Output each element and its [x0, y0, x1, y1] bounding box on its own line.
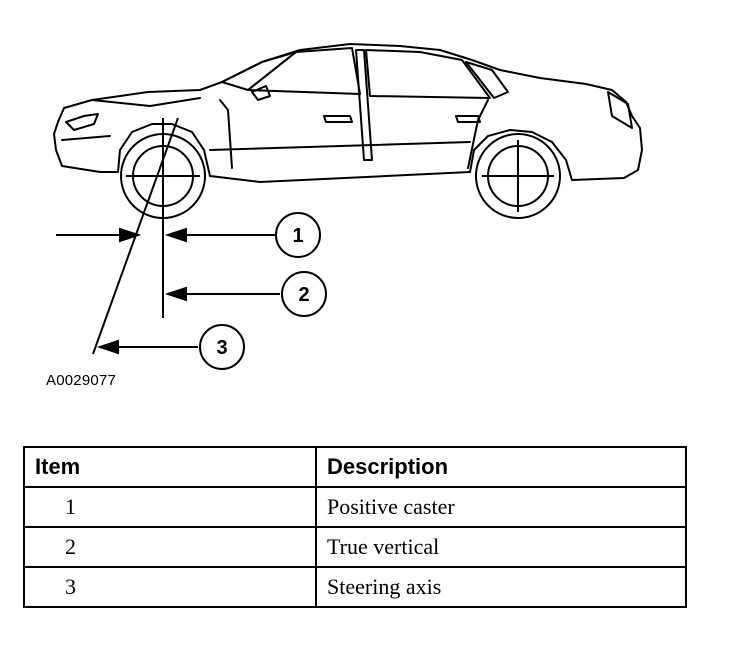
description-cell: True vertical [315, 526, 687, 568]
item-column-header: Item [23, 446, 317, 488]
callout-arrows [56, 227, 280, 355]
legend-header-row: Item Description [23, 446, 687, 488]
front-door-handle [323, 115, 353, 123]
body-side-crease [209, 141, 471, 151]
side-mirror [251, 85, 271, 101]
rear-tire [475, 133, 561, 219]
callout-1-circle [275, 212, 321, 258]
item-cell: 2 [23, 526, 317, 568]
windshield [221, 51, 297, 91]
item-cell: 3 [23, 566, 317, 608]
front-grille-line [61, 135, 111, 141]
car-lower-sill [209, 171, 471, 183]
caster-arrow-right-head [164, 227, 187, 243]
callout-2: 2 [281, 271, 327, 317]
vertical-arrow-head [164, 286, 187, 302]
callout-1: 1 [275, 212, 321, 258]
tail-lamp [607, 91, 633, 129]
callout-2-label: 2 [298, 284, 309, 306]
description-cell: Positive caster [315, 486, 687, 528]
callout-3: 3 [199, 324, 245, 370]
callout-3-circle [199, 324, 245, 370]
headlamp [65, 113, 99, 131]
description-column-header: Description [315, 446, 687, 488]
legend-table: Item Description 1 Positive caster 2 Tru… [23, 446, 687, 608]
b-pillar [355, 49, 373, 161]
hood-line [91, 97, 201, 107]
rear-door-handle [455, 115, 481, 123]
rear-door-window [365, 49, 491, 99]
caster-angle-diagram: 1 2 3 [53, 43, 643, 370]
figure-id: A0029077 [46, 372, 117, 389]
rear-quarter-window [465, 61, 509, 99]
callout-1-label: 1 [292, 225, 303, 247]
table-row: 2 True vertical [23, 526, 687, 568]
front-door-window [247, 47, 361, 95]
axis-arrow-head [96, 339, 119, 355]
front-door-edge [219, 99, 233, 169]
item-cell: 1 [23, 486, 317, 528]
table-row: 1 Positive caster [23, 486, 687, 528]
caster-arrow-left-head [119, 227, 142, 243]
rear-wheel [475, 133, 561, 219]
rear-door-edge [467, 99, 489, 169]
callout-2-circle [281, 271, 327, 317]
callout-3-label: 3 [216, 337, 227, 359]
car-body-outline [57, 43, 643, 181]
front-bumper [53, 121, 119, 173]
table-row: 3 Steering axis [23, 566, 687, 608]
rear-wheel-arch [469, 129, 573, 181]
description-cell: Steering axis [315, 566, 687, 608]
sedan-side-view [53, 43, 643, 183]
